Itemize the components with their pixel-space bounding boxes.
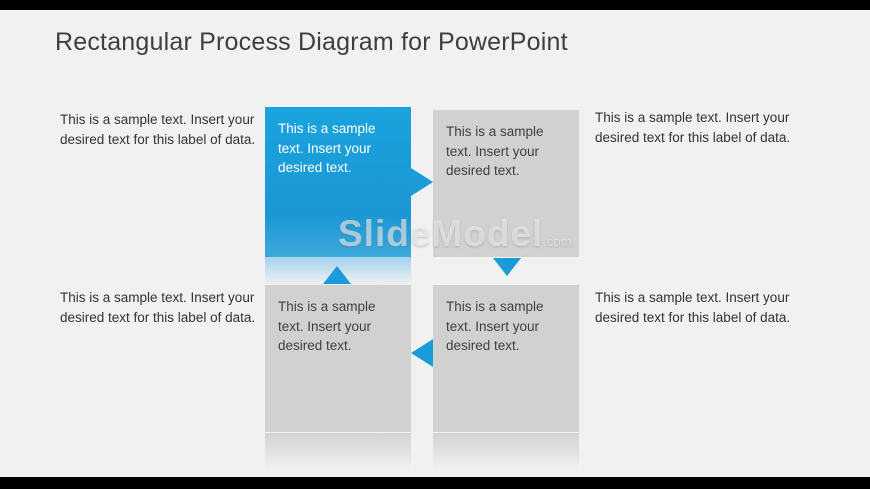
top-letterbox-bar — [0, 0, 870, 10]
reflection-left-column — [265, 433, 411, 475]
process-box-step-1-text: This is a sample text. Insert your desir… — [278, 121, 376, 176]
side-label-left-bottom: This is a sample text. Insert your desir… — [60, 290, 256, 325]
process-box-step-2-text: This is a sample text. Insert your desir… — [446, 124, 544, 179]
arrow-down-icon — [493, 258, 521, 276]
reflection-right-column — [433, 433, 579, 475]
process-box-step-4: This is a sample text. Insert your desir… — [433, 285, 579, 432]
process-box-step-4-text: This is a sample text. Insert your desir… — [446, 299, 544, 354]
bottom-letterbox-bar — [0, 477, 870, 489]
slide-title: Rectangular Process Diagram for PowerPoi… — [55, 28, 568, 56]
process-box-step-1: This is a sample text. Insert your desir… — [265, 107, 411, 257]
arrow-right-icon — [411, 168, 433, 196]
side-label-left-top: This is a sample text. Insert your desir… — [60, 112, 256, 147]
process-box-step-3-text: This is a sample text. Insert your desir… — [278, 299, 376, 354]
side-label-right-top: This is a sample text. Insert your desir… — [595, 110, 791, 145]
side-label-right-bottom: This is a sample text. Insert your desir… — [595, 290, 791, 325]
process-box-step-2: This is a sample text. Insert your desir… — [433, 110, 579, 257]
process-box-step-3: This is a sample text. Insert your desir… — [265, 285, 411, 432]
arrow-left-icon — [411, 339, 433, 367]
arrow-up-icon — [323, 266, 351, 284]
